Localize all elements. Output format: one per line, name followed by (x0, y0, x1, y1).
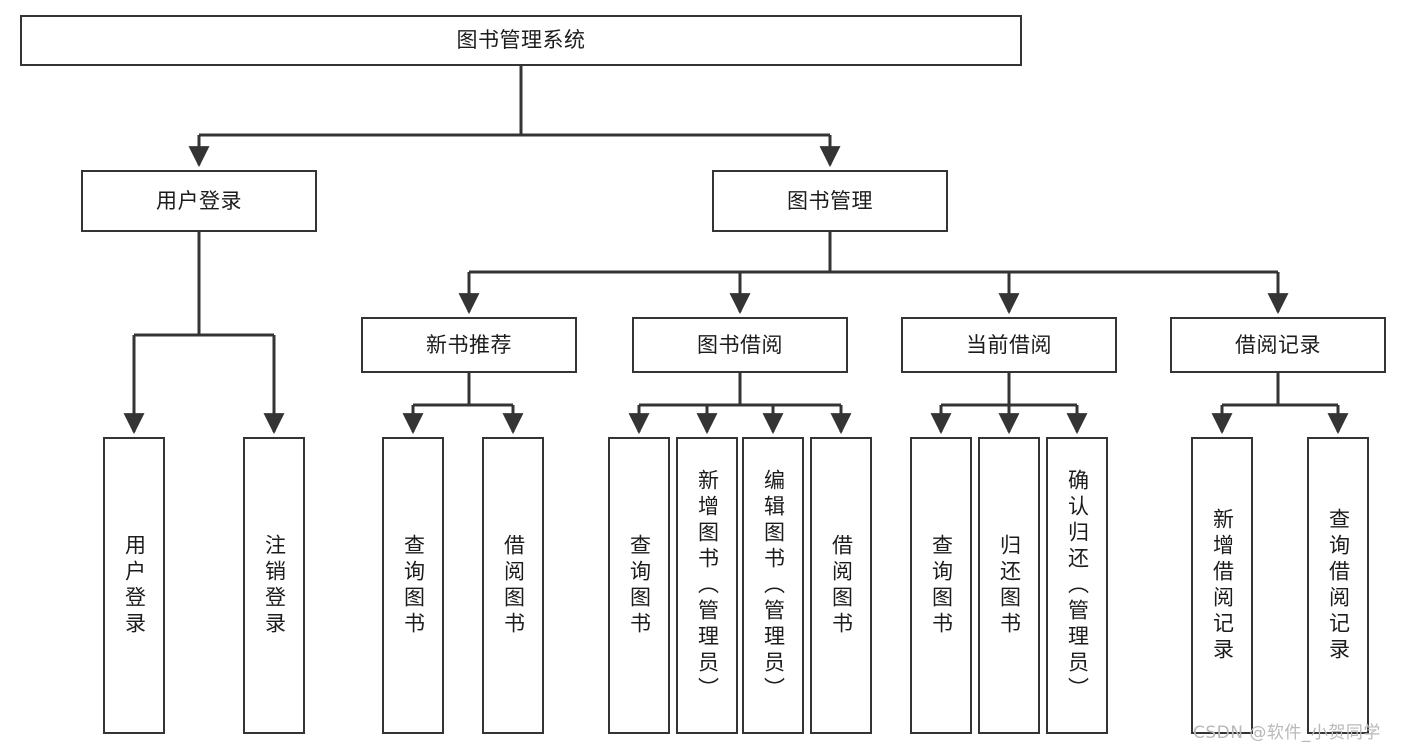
node-leaf-query-book-borrow[interactable]: 查询图书 (608, 437, 670, 734)
node-book-management[interactable]: 图书管理 (712, 170, 948, 232)
node-leaf-query-book-recommend[interactable]: 查询图书 (382, 437, 444, 734)
node-leaf-query-book-borrow-label: 查询图书 (627, 533, 652, 638)
node-new-book-recommend-label: 新书推荐 (426, 332, 512, 357)
node-leaf-user-login-label: 用户登录 (122, 533, 147, 638)
node-user-login-label: 用户登录 (156, 188, 242, 213)
node-book-management-label: 图书管理 (787, 188, 873, 213)
node-leaf-add-book-admin-label: 新增图书（管理员） (695, 468, 720, 703)
node-root-book-management-system[interactable]: 图书管理系统 (20, 15, 1022, 66)
watermark-text: CSDN @软件_小贺同学 (1193, 723, 1381, 743)
node-borrow-record[interactable]: 借阅记录 (1170, 317, 1386, 373)
node-book-borrow[interactable]: 图书借阅 (632, 317, 848, 373)
node-leaf-return-book[interactable]: 归还图书 (978, 437, 1040, 734)
node-leaf-query-book-current[interactable]: 查询图书 (910, 437, 972, 734)
node-leaf-return-book-label: 归还图书 (997, 533, 1022, 638)
node-leaf-query-borrow-record[interactable]: 查询借阅记录 (1307, 437, 1369, 734)
node-current-borrow[interactable]: 当前借阅 (901, 317, 1117, 373)
node-leaf-borrow-book[interactable]: 借阅图书 (810, 437, 872, 734)
node-current-borrow-label: 当前借阅 (966, 332, 1052, 357)
node-borrow-record-label: 借阅记录 (1235, 332, 1321, 357)
node-leaf-user-login[interactable]: 用户登录 (103, 437, 165, 734)
node-leaf-confirm-return-admin-label: 确认归还（管理员） (1065, 468, 1090, 703)
node-leaf-add-borrow-record-label: 新增借阅记录 (1210, 507, 1235, 664)
node-root-label: 图书管理系统 (456, 28, 586, 53)
node-leaf-add-book-admin[interactable]: 新增图书（管理员） (676, 437, 738, 734)
node-leaf-query-book-current-label: 查询图书 (929, 533, 954, 638)
node-leaf-add-borrow-record[interactable]: 新增借阅记录 (1191, 437, 1253, 734)
node-leaf-query-book-recommend-label: 查询图书 (401, 533, 426, 638)
node-leaf-borrow-book-label: 借阅图书 (829, 533, 854, 638)
node-leaf-borrow-book-recommend[interactable]: 借阅图书 (482, 437, 544, 734)
node-leaf-query-borrow-record-label: 查询借阅记录 (1326, 507, 1351, 664)
node-new-book-recommend[interactable]: 新书推荐 (361, 317, 577, 373)
node-leaf-borrow-book-recommend-label: 借阅图书 (501, 533, 526, 638)
node-leaf-edit-book-admin[interactable]: 编辑图书（管理员） (742, 437, 804, 734)
node-leaf-logout[interactable]: 注销登录 (243, 437, 305, 734)
node-leaf-confirm-return-admin[interactable]: 确认归还（管理员） (1046, 437, 1108, 734)
node-user-login[interactable]: 用户登录 (81, 170, 317, 232)
node-leaf-edit-book-admin-label: 编辑图书（管理员） (761, 468, 786, 703)
node-leaf-logout-label: 注销登录 (262, 533, 287, 638)
node-book-borrow-label: 图书借阅 (697, 332, 783, 357)
